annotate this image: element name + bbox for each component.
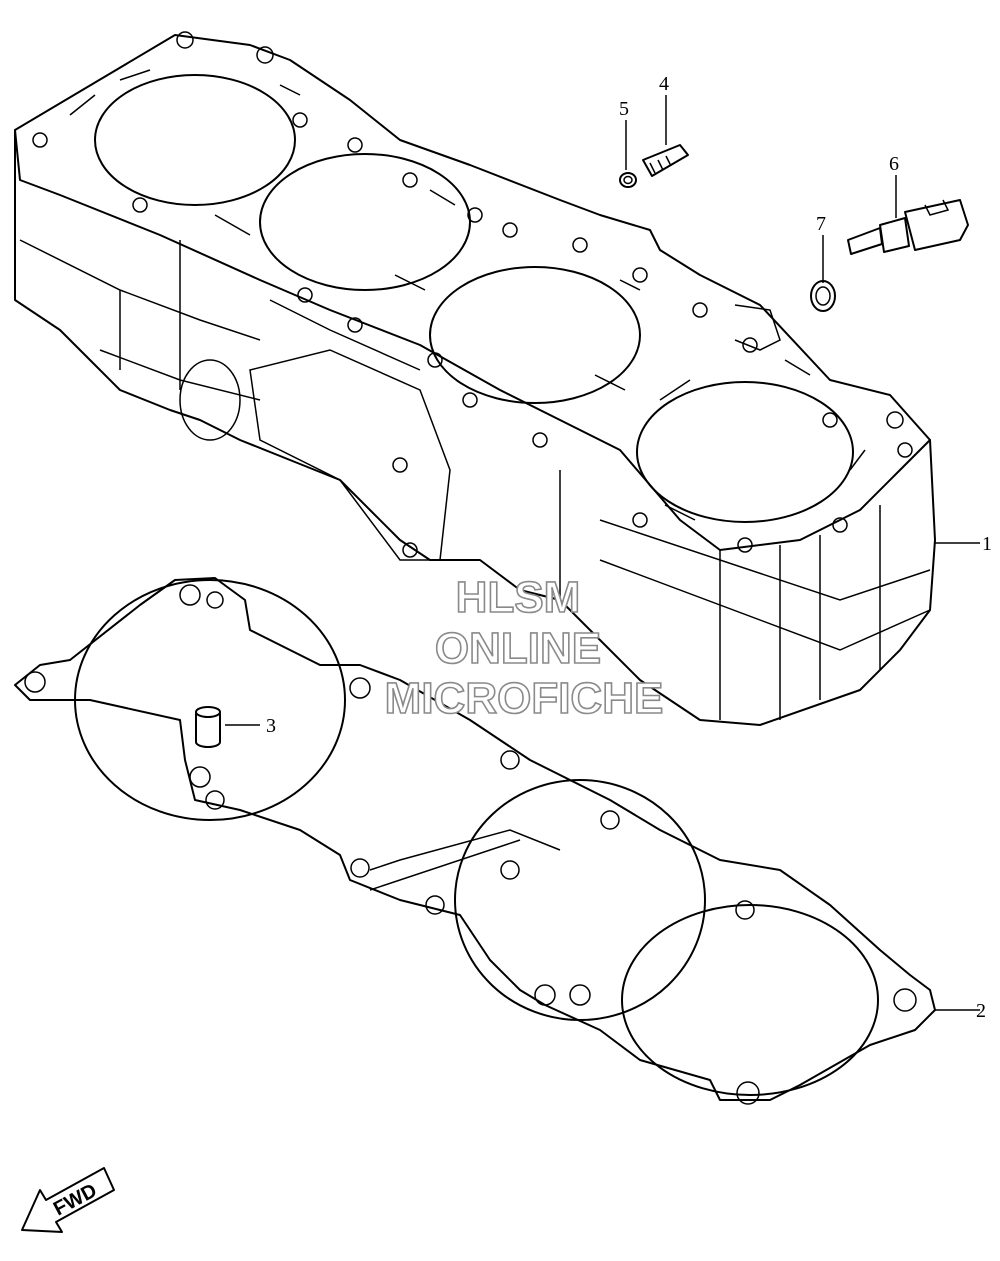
temperature-sensor (847, 199, 969, 255)
watermark-line-1: HLSM (456, 573, 581, 622)
fwd-label: FWD (50, 1180, 101, 1221)
dowel-pin (195, 706, 221, 748)
watermark: HLSM ONLINE MICROFICHE (384, 572, 664, 724)
callout-4: 4 (659, 73, 669, 95)
o-ring (619, 172, 637, 188)
fwd-arrow: FWD (21, 1167, 115, 1233)
sensor-gasket (810, 280, 836, 312)
callout-5: 5 (619, 98, 629, 120)
fitting-bolt (642, 144, 689, 177)
watermark-line-3: MICROFICHE (385, 674, 664, 723)
watermark-line-2: ONLINE (435, 624, 601, 673)
callout-3: 3 (266, 715, 276, 737)
callout-7: 7 (816, 213, 826, 235)
cylinder-block (14, 31, 936, 726)
fwd-arrow-icon (21, 1167, 115, 1233)
callout-2: 2 (976, 1000, 986, 1022)
callout-labels: 1 2 3 4 5 6 7 (266, 73, 992, 1022)
leader-lines (225, 95, 980, 1011)
base-gasket (14, 577, 936, 1105)
callout-1: 1 (982, 533, 992, 555)
callout-6: 6 (889, 153, 899, 175)
